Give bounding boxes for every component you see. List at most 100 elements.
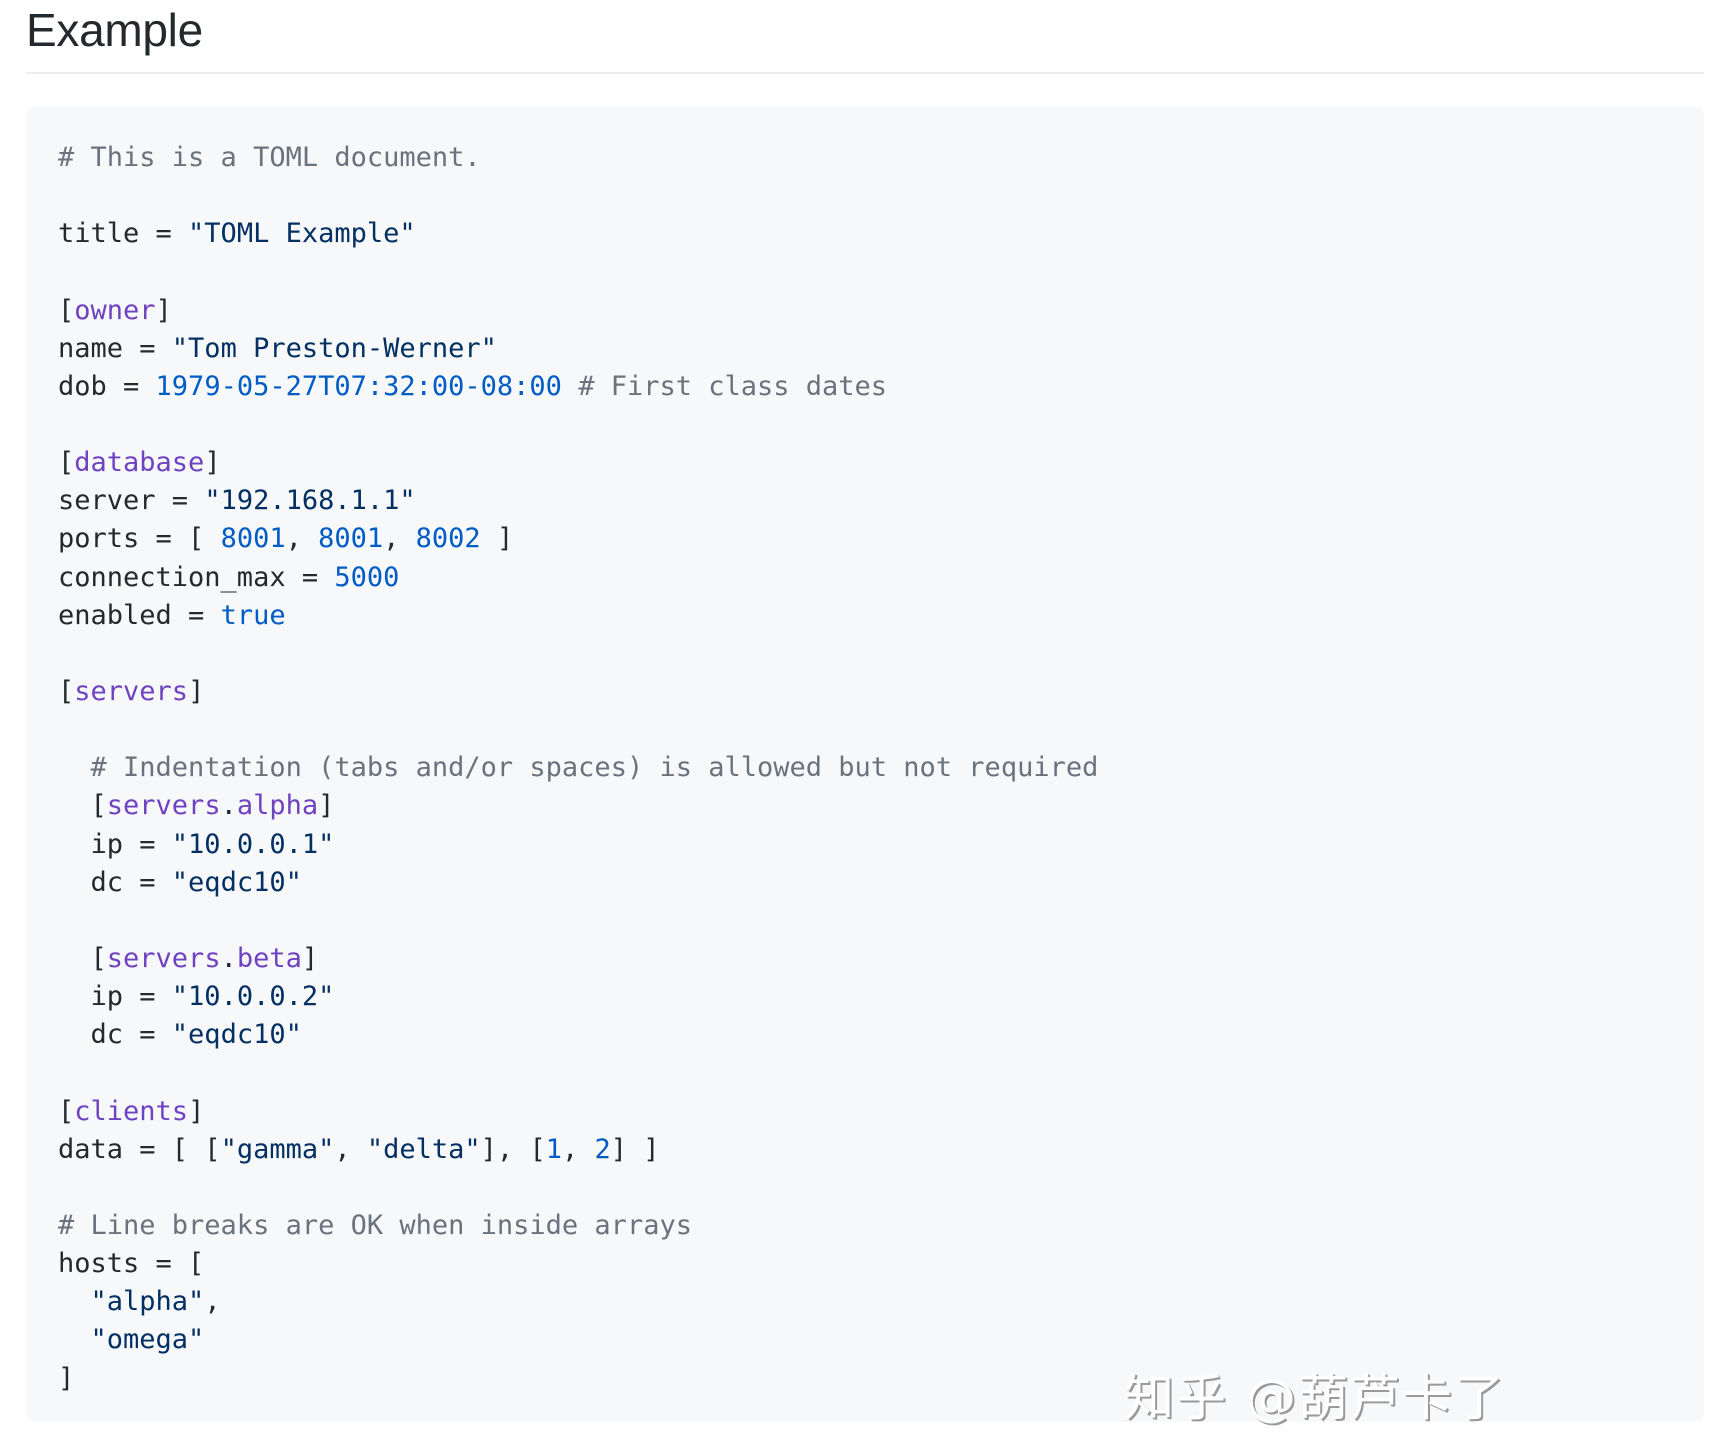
code-line: dc = "eqdc10" bbox=[58, 864, 1672, 902]
token-number: 1 bbox=[545, 1133, 562, 1165]
code-line: ] bbox=[58, 1360, 1672, 1398]
token-plain: , bbox=[285, 523, 319, 555]
token-string: "alpha" bbox=[90, 1286, 205, 1318]
token-plain: ] bbox=[155, 294, 172, 326]
token-number: 5000 bbox=[334, 561, 400, 593]
token-comment: # First class dates bbox=[578, 370, 888, 402]
token-plain: , bbox=[204, 1286, 221, 1318]
token-number: 1979-05-27T07:32:00-08:00 bbox=[155, 370, 562, 402]
token-plain: title = bbox=[58, 218, 189, 250]
code-line: [database] bbox=[58, 444, 1672, 482]
code-line-blank bbox=[58, 1169, 1672, 1207]
code-line-blank bbox=[58, 406, 1672, 444]
code-line-blank bbox=[58, 902, 1672, 940]
token-table: servers bbox=[74, 675, 189, 707]
token-comment: # This is a TOML document. bbox=[58, 142, 481, 173]
token-comment: # Indentation (tabs and/or spaces) is al… bbox=[90, 752, 1099, 784]
code-content[interactable]: # This is a TOML document. title = "TOML … bbox=[58, 139, 1672, 1398]
token-table: beta bbox=[236, 942, 302, 974]
token-plain bbox=[58, 752, 91, 783]
token-plain: ] ] bbox=[610, 1133, 660, 1165]
token-table: owner bbox=[74, 294, 156, 326]
token-plain bbox=[58, 1324, 91, 1355]
section-heading: Example bbox=[26, 4, 203, 56]
token-string: "eqdc10" bbox=[171, 866, 302, 898]
token-plain: connection_max = bbox=[58, 561, 335, 593]
token-plain: ] bbox=[204, 447, 221, 479]
token-plain bbox=[58, 1286, 91, 1317]
token-string: "192.168.1.1" bbox=[204, 485, 416, 517]
token-number: 2 bbox=[594, 1133, 611, 1165]
token-plain: dob = bbox=[58, 370, 156, 402]
code-line: ports = [ 8001, 8001, 8002 ] bbox=[58, 520, 1672, 558]
code-line: # Line breaks are OK when inside arrays bbox=[58, 1207, 1672, 1245]
token-table: servers bbox=[106, 790, 221, 822]
code-line: enabled = true bbox=[58, 597, 1672, 635]
token-plain: hosts = [ bbox=[58, 1248, 205, 1280]
token-plain: ] bbox=[58, 1362, 75, 1394]
token-number: 8001 bbox=[318, 523, 384, 555]
token-plain: ip = bbox=[58, 828, 172, 860]
token-table: servers bbox=[106, 942, 221, 974]
token-plain bbox=[562, 371, 578, 402]
code-line: title = "TOML Example" bbox=[58, 215, 1672, 253]
code-line-blank bbox=[58, 253, 1672, 291]
heading-divider bbox=[26, 72, 1704, 74]
code-line: "alpha", bbox=[58, 1283, 1672, 1321]
token-plain: [ bbox=[58, 447, 75, 479]
token-plain: . bbox=[220, 942, 237, 974]
code-line: [servers.beta] bbox=[58, 940, 1672, 978]
token-number: true bbox=[220, 599, 286, 631]
token-string: "TOML Example" bbox=[188, 218, 416, 250]
token-plain: , bbox=[561, 1133, 595, 1165]
code-line: name = "Tom Preston-Werner" bbox=[58, 330, 1672, 368]
token-string: "omega" bbox=[90, 1324, 205, 1356]
token-number: 8001 bbox=[220, 523, 286, 555]
code-line: [clients] bbox=[58, 1093, 1672, 1131]
code-line: ip = "10.0.0.2" bbox=[58, 978, 1672, 1016]
token-plain: ] bbox=[188, 675, 205, 707]
token-plain: server = bbox=[58, 485, 205, 517]
token-string: "eqdc10" bbox=[171, 1019, 302, 1051]
token-string: "10.0.0.1" bbox=[171, 828, 335, 860]
token-plain: ], [ bbox=[480, 1133, 546, 1165]
token-plain: [ bbox=[58, 294, 75, 326]
code-block[interactable]: # This is a TOML document. title = "TOML … bbox=[26, 106, 1704, 1422]
code-line: connection_max = 5000 bbox=[58, 559, 1672, 597]
token-table: clients bbox=[74, 1095, 189, 1127]
token-string: "gamma" bbox=[220, 1133, 335, 1165]
token-plain: ] bbox=[301, 942, 319, 974]
code-line: data = [ ["gamma", "delta"], [1, 2] ] bbox=[58, 1131, 1672, 1169]
code-line-blank bbox=[58, 711, 1672, 749]
code-line: dob = 1979-05-27T07:32:00-08:00 # First … bbox=[58, 368, 1672, 406]
code-line: [servers] bbox=[58, 673, 1672, 711]
token-string: "delta" bbox=[366, 1133, 481, 1165]
code-line: # This is a TOML document. bbox=[58, 139, 1672, 177]
token-plain: enabled = bbox=[58, 599, 221, 631]
code-line: "omega" bbox=[58, 1321, 1672, 1359]
code-line-blank bbox=[58, 635, 1672, 673]
code-line-blank bbox=[58, 1054, 1672, 1092]
code-line: hosts = [ bbox=[58, 1245, 1672, 1283]
code-line: ip = "10.0.0.1" bbox=[58, 826, 1672, 864]
token-plain: [ bbox=[58, 790, 107, 822]
token-plain: [ bbox=[58, 675, 75, 707]
code-line: server = "192.168.1.1" bbox=[58, 482, 1672, 520]
token-plain: ports = [ bbox=[58, 523, 221, 555]
code-line: [servers.alpha] bbox=[58, 787, 1672, 825]
token-plain: . bbox=[220, 790, 237, 822]
token-plain: ] bbox=[188, 1095, 205, 1127]
token-comment: # Line breaks are OK when inside arrays bbox=[58, 1209, 692, 1241]
token-number: 8002 bbox=[415, 523, 481, 555]
token-plain: ip = bbox=[58, 981, 172, 1013]
token-plain: , bbox=[383, 523, 416, 555]
code-line: [owner] bbox=[58, 292, 1672, 330]
token-plain: data = [ [ bbox=[58, 1133, 221, 1165]
code-line-blank bbox=[58, 177, 1672, 215]
code-line: # Indentation (tabs and/or spaces) is al… bbox=[58, 749, 1672, 787]
token-plain: ] bbox=[480, 523, 514, 555]
token-plain: dc = bbox=[58, 866, 172, 898]
token-plain: ] bbox=[318, 790, 335, 822]
token-plain: [ bbox=[58, 942, 107, 974]
token-plain: [ bbox=[58, 1095, 75, 1127]
